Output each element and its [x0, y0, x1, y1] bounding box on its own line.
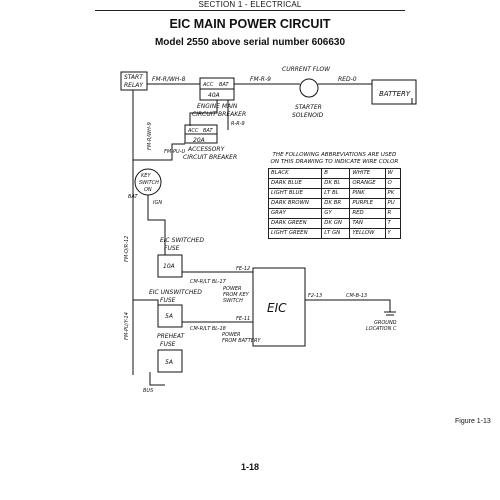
ground-location-1: GROUND — [374, 320, 397, 326]
switched-fuse-box — [157, 254, 183, 278]
unswitched-fuse-label-2: FUSE — [160, 297, 176, 304]
page-subtitle: Model 2550 above serial number 606630 — [154, 37, 346, 48]
wire-label-fm-o-r-12: FM-O/R-12 — [124, 236, 130, 262]
engine-breaker-acc: ACC — [202, 82, 214, 88]
wire-left-to-unswitched — [133, 299, 159, 318]
wire-label-fm-r-wh-9: FM-R/WH-9 — [147, 122, 153, 150]
acc-breaker-label-2: CIRCUIT BREAKER — [183, 154, 237, 161]
section-header: SECTION 1 - ELECTRICAL — [198, 0, 302, 9]
wire-label-fm-pu-y-14: FM-PU/Y-14 — [124, 312, 130, 340]
wire-label-fe-11: FE-11 — [236, 316, 250, 322]
wire-label-red-0: RED-0 — [338, 76, 357, 83]
unswitched-fuse-label-1: EIC UNSWITCHED — [149, 289, 202, 296]
figure-reference: Figure 1-13 — [455, 418, 491, 425]
engine-breaker-label-2: CIRCUIT BREAKER — [192, 111, 246, 118]
engine-breaker-rating: 40A — [208, 92, 220, 99]
wire-eic-to-ground — [305, 299, 391, 312]
wire-label-r-r-9: R-R-9 — [231, 121, 245, 127]
wire-label-cm-b-13: CM-B-13 — [346, 293, 367, 299]
switched-fuse-label-1: EIC SWITCHED — [160, 237, 204, 244]
wire-label-fe-12: FE-12 — [236, 266, 250, 272]
wire-key-to-fuse — [147, 195, 166, 255]
switched-fuse-rating: 10A — [163, 263, 175, 270]
key-switch-ign: IGN — [153, 200, 162, 206]
start-relay-box — [120, 71, 148, 91]
engine-breaker-bat: BAT — [219, 82, 229, 88]
starter-solenoid-label-2: SOLENOID — [292, 112, 324, 119]
preheat-fuse-box — [157, 349, 183, 373]
engine-breaker-label-1: ENGINE MAIN — [197, 103, 238, 110]
wire-breaker-dn — [189, 100, 218, 126]
key-switch-label-1: KEY — [141, 173, 151, 179]
acc-breaker-label-1: ACCESSORY — [187, 146, 226, 153]
acc-breaker-acc: ACC — [187, 128, 199, 134]
page-title: EIC MAIN POWER CIRCUIT — [169, 17, 331, 31]
acc-breaker-bat: BAT — [203, 128, 213, 134]
power-from-battery-1: POWER — [222, 332, 241, 338]
key-switch-label-3: ON — [144, 187, 152, 193]
power-from-key-1: POWER — [223, 286, 242, 292]
switched-fuse-label-2: FUSE — [164, 245, 180, 252]
wire-label-fm-r-wh-8: FM-R/WH-8 — [152, 76, 186, 83]
wire-bus — [149, 372, 165, 386]
key-switch-label-2: SWITCH — [139, 180, 159, 186]
preheat-fuse-label-1: PREHEAT — [157, 333, 186, 340]
ground-location-2: LOCATION C — [366, 326, 397, 332]
battery-box — [371, 79, 417, 105]
acc-breaker-rating: 20A — [193, 137, 205, 144]
unswitched-fuse-rating: 5A — [165, 313, 173, 320]
starter-solenoid-symbol — [299, 78, 319, 98]
page-number: 1-18 — [240, 462, 259, 472]
wire-label-cm-r-lt-bl-17: CM-R/LT BL-17 — [190, 279, 227, 285]
wire-label-fm-r-9: FM-R-9 — [250, 76, 271, 83]
current-flow-label: CURRENT FLOW — [282, 66, 331, 73]
starter-solenoid-label-1: STARTER — [295, 104, 322, 111]
wire-label-cm-r-lt-bl-18: CM-R/LT BL-18 — [190, 326, 226, 332]
preheat-fuse-rating: 5A — [165, 359, 173, 366]
wire-label-f2-13: F2-13 — [308, 293, 322, 299]
preheat-fuse-label-2: FUSE — [160, 341, 176, 348]
key-switch-bat: BAT — [128, 194, 138, 200]
eic-box-label: EIC — [267, 301, 287, 315]
power-from-battery-2: FROM BATTERY — [222, 338, 261, 344]
power-from-key-2: FROM KEY — [223, 292, 250, 298]
wire-label-fm-pu-u: FM-PU-U — [164, 149, 185, 155]
power-from-key-3: SWITCH — [223, 298, 243, 304]
bus-label: BUS — [143, 388, 154, 394]
start-relay-label-1: START — [124, 74, 144, 81]
eic-box — [252, 267, 306, 347]
header-rule — [95, 10, 405, 11]
wire-acc-to-left — [133, 143, 185, 161]
battery-label: BATTERY — [379, 90, 411, 98]
start-relay-label-2: RELAY — [124, 82, 144, 89]
